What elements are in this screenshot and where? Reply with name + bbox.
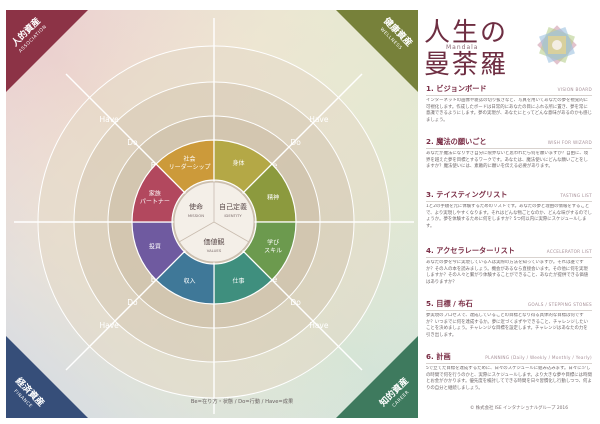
section-title: 3. テイスティングリスト xyxy=(426,190,508,199)
section-body: 5で立てた目標を達成するために、日々のスケジュールに組み込みます。日々に少しの時… xyxy=(426,366,592,391)
ring-word-do: Do xyxy=(290,298,301,307)
ring-word-have: Have xyxy=(100,321,120,330)
section-title: 4. アクセラレーターリスト xyxy=(426,246,515,255)
section-header: 2. 魔法の願いごと WISH FOR WIZARD xyxy=(426,137,592,149)
corner-top-left xyxy=(6,10,88,92)
section-header: 1. ビジョンボード VISION BOARD xyxy=(426,84,592,96)
segment-label: 収入 xyxy=(184,278,196,285)
center-divider-right xyxy=(213,221,250,243)
corner-bottom-left xyxy=(6,336,88,418)
center-divider-left xyxy=(178,221,215,243)
section-3: 3. テイスティングリスト TASTING LIST 1と2の手順を元に体験する… xyxy=(426,190,592,240)
section-header: 6. 計画 PLANNING (Daily / Weekly / Monthly… xyxy=(426,352,592,364)
section-header: 3. テイスティングリスト TASTING LIST xyxy=(426,190,592,202)
center-values-en: VALUES xyxy=(207,248,222,253)
segment-label: 身体 xyxy=(232,159,244,167)
segment-label: 社会リーダーシップ xyxy=(169,155,211,171)
ring-word-have: Have xyxy=(309,321,329,330)
section-tag: GOALS / STEPPING STONES xyxy=(527,302,592,307)
ring-word-have: Have xyxy=(100,115,120,124)
segment-label: 家族パートナー xyxy=(140,190,170,206)
section-tag: ACCELERATOR LIST xyxy=(546,249,592,254)
section-6: 6. 計画 PLANNING (Daily / Weekly / Monthly… xyxy=(426,352,592,400)
center-mission-en: MISSION xyxy=(188,213,204,218)
copyright: © 株式会社 ISE インタナショナルグループ 2016 xyxy=(470,406,568,411)
ring-word-have: Have xyxy=(309,115,329,124)
ring-legend-footnote: Be=在り方・状態 / Do=行動 / Have=成果 xyxy=(191,397,293,405)
mandala-logo xyxy=(537,25,577,65)
section-body: 夢実現のプロセスで、達成していることの目標となり得る具体的な目標は何ですか？いつ… xyxy=(426,313,589,338)
center-values: 価値観 xyxy=(204,237,225,246)
section-2: 2. 魔法の願いごと WISH FOR WIZARD あなたが魔法になりすぎ自分… xyxy=(426,137,592,183)
section-1: 1. ビジョンボード VISION BOARD インターネットの画像や雑誌の切り… xyxy=(426,84,592,130)
section-4: 4. アクセラレーターリスト ACCELERATOR LIST あなたの夢を今に… xyxy=(426,246,592,292)
section-tag: WISH FOR WIZARD xyxy=(547,140,592,145)
page-subtitle: Mandala xyxy=(446,44,479,51)
section-body: あなたが魔法になりすぎ自分に限界ないと思われたら何を願いますか？自由に、境界を越… xyxy=(426,151,589,170)
page-title-line1: 人生の xyxy=(424,18,509,48)
corner-bottom-right xyxy=(336,336,418,418)
section-header: 4. アクセラレーターリスト ACCELERATOR LIST xyxy=(426,246,592,258)
center-mission: 使命 xyxy=(189,202,203,211)
segment-8 xyxy=(131,163,186,223)
segment-label: 学びスキル xyxy=(264,238,282,254)
segment-label: 精神 xyxy=(267,194,279,202)
section-tag: TASTING LIST xyxy=(560,193,592,198)
section-body: あなたの夢を今に実現している人は実際の方法を知っていますか。それは誰ですか？その… xyxy=(426,260,589,285)
page-title-line2: 曼荼羅 xyxy=(424,50,509,80)
section-5: 5. 目標 / 布石 GOALS / STEPPING STONES 夢実現のプ… xyxy=(426,299,592,345)
center-identity: 自己定義 xyxy=(219,202,247,211)
corner-top-right xyxy=(336,10,418,92)
center-identity-en: IDENTITY xyxy=(224,213,242,218)
section-title: 2. 魔法の願いごと xyxy=(426,137,487,146)
section-title: 6. 計画 xyxy=(426,352,451,361)
ring-word-do: Do xyxy=(127,138,138,147)
segment-label: 仕事 xyxy=(232,277,244,285)
section-body: 1と2の手順を元に体験するためのリストです。あなたの夢と理由の情報をすることで、… xyxy=(426,204,592,229)
section-body: インターネットの画像や雑誌の切り抜きなど、写真を用いてあなたの夢を視覚的に可視化… xyxy=(426,98,592,123)
section-header: 5. 目標 / 布石 GOALS / STEPPING STONES xyxy=(426,299,592,311)
ring-word-do: Do xyxy=(127,298,138,307)
section-tag: VISION BOARD xyxy=(557,87,592,92)
section-title: 1. ビジョンボード xyxy=(426,84,487,93)
section-title: 5. 目標 / 布石 xyxy=(426,299,473,308)
ring-word-do: Do xyxy=(290,138,301,147)
section-tag: PLANNING (Daily / Weekly / Monthly / Yea… xyxy=(485,355,592,360)
segment-label: 投資 xyxy=(149,242,161,250)
